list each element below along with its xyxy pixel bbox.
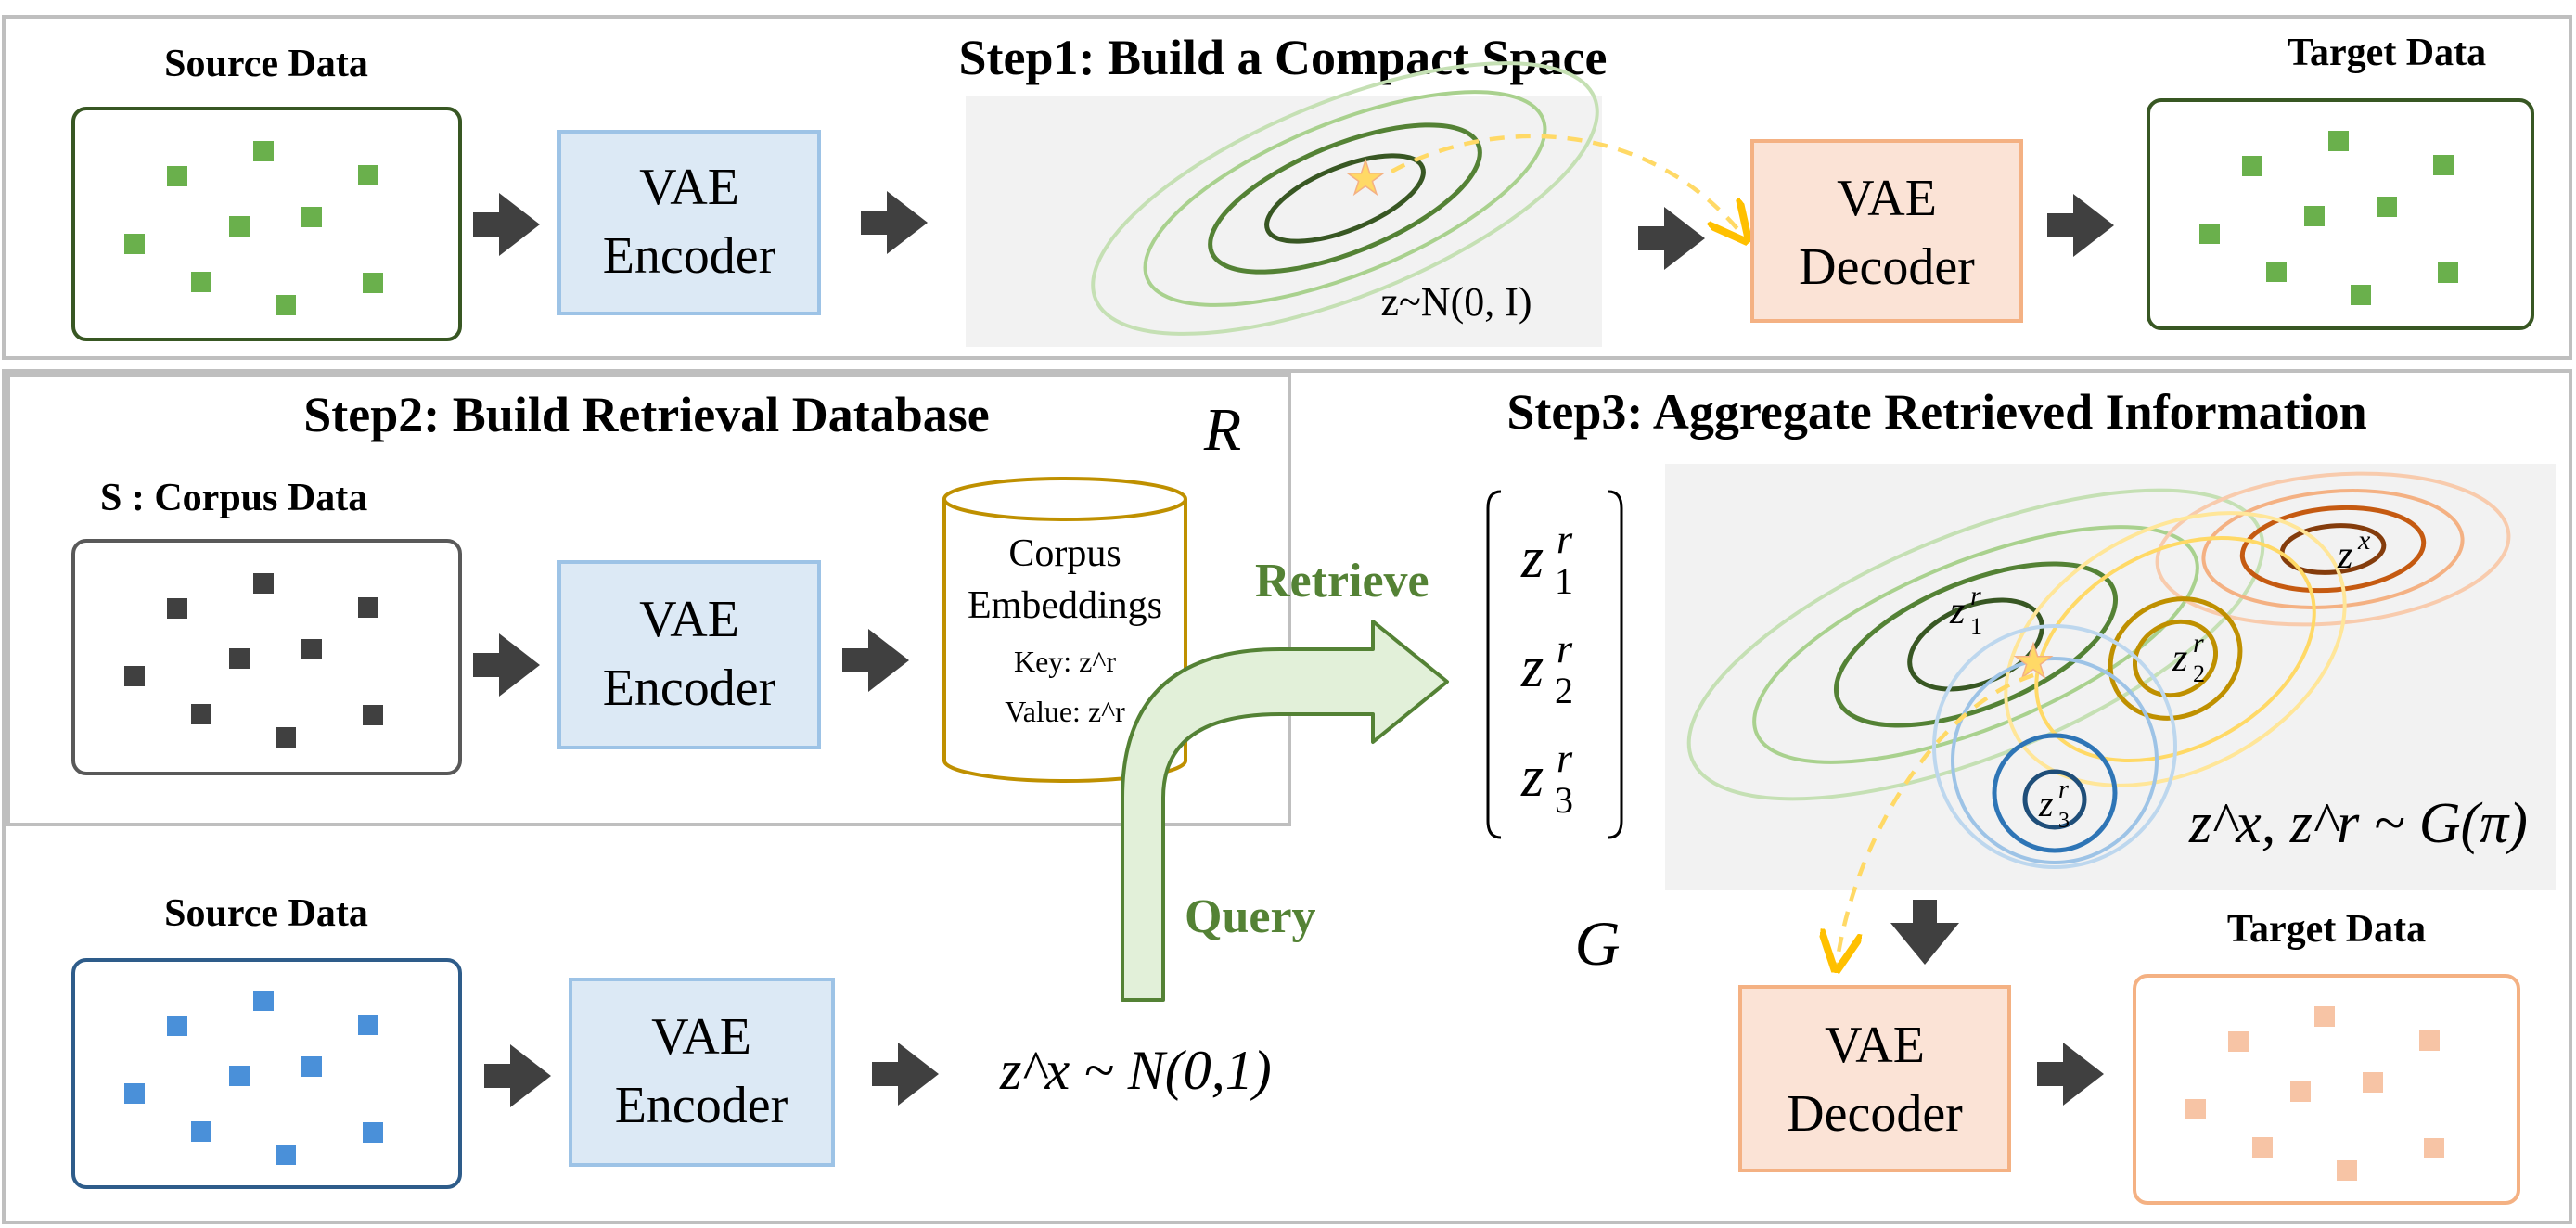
step3-title: Step3: Aggregate Retrieved Information (1506, 384, 2366, 440)
step3-decoder-box: VAE Decoder (1738, 985, 2011, 1172)
svg-text:1: 1 (1555, 560, 1573, 602)
retrieve-label: Retrieve (1255, 555, 1429, 608)
ellipse-label-z1r: z r 1 (1949, 581, 1982, 640)
svg-text:2: 2 (2193, 660, 2205, 687)
svg-text:r: r (1970, 581, 1981, 611)
mixture-label: z^x, z^r ~ G(π) (2188, 792, 2528, 855)
star-icon: ★ (1345, 152, 1387, 204)
svg-text:r: r (2058, 775, 2069, 804)
gmm-symbol: G (1574, 908, 1620, 979)
query-source-label: Source Data (164, 892, 368, 935)
step2-title: Step2: Build Retrieval Database (303, 387, 989, 442)
query-source-data-box (71, 958, 462, 1189)
query-encoder-line2: Encoder (615, 1077, 788, 1134)
arrow-icon (473, 193, 540, 256)
arrow-icon (872, 1043, 939, 1106)
arrow-icon (861, 191, 928, 254)
svg-text:1: 1 (1970, 613, 1982, 640)
step3-panel: Step3: Aggregate Retrieved Information z… (1486, 384, 2556, 1205)
step1-source-label: Source Data (164, 43, 368, 85)
ellipse-label-z3r: z r 3 (2038, 775, 2070, 833)
step1-title: Step1: Build a Compact Space (958, 30, 1607, 85)
query-encoder-line1: VAE (651, 1008, 751, 1066)
step3-target-data-box (2133, 974, 2520, 1205)
svg-text:z: z (1520, 746, 1544, 809)
step3-decoder-line1: VAE (1825, 1017, 1925, 1074)
vector-item-z1r: z r 1 (1520, 517, 1573, 602)
step1-target-data-box (2147, 98, 2534, 330)
step1-latent-label: z~N(0, I) (1380, 279, 1532, 325)
ellipse-label-zx: z x (2337, 525, 2371, 577)
svg-text:3: 3 (2058, 809, 2070, 833)
corpus-label: S : Corpus Data (100, 477, 367, 519)
arrow-icon (484, 1044, 551, 1107)
arrow-icon (473, 633, 540, 697)
svg-text:r: r (1557, 736, 1573, 781)
svg-text:z: z (1520, 527, 1544, 590)
step3-target-label: Target Data (2227, 908, 2426, 951)
lower-frame (2, 369, 2572, 1224)
svg-text:z: z (1520, 636, 1544, 699)
query-retrieve-arrow: Retrieve Query (1121, 555, 1449, 1002)
step2-panel: Step2: Build Retrieval Database R S : Co… (6, 373, 1291, 826)
svg-text:z: z (2172, 637, 2187, 680)
arrow-icon (1638, 207, 1705, 270)
step2-encoder-line1: VAE (639, 591, 739, 648)
arrow-icon (842, 629, 909, 692)
svg-text:3: 3 (1555, 779, 1573, 821)
svg-text:x: x (2357, 525, 2371, 556)
corpus-embeddings-database: Corpus Embeddings Key: z^r Value: z^r (942, 477, 1187, 783)
db-title-line2: Embeddings (968, 584, 1162, 627)
star-icon: ★ (2013, 635, 2055, 687)
query-row: Source Data VAE Encoder z^x ~ N(0,1) (71, 892, 1272, 1189)
svg-text:r: r (1557, 626, 1573, 672)
step1-panel: Step1: Build a Compact Space Source Data… (2, 15, 2572, 360)
step1-source-data-box (71, 107, 462, 341)
query-encoder-box: VAE Encoder (569, 978, 835, 1167)
step1-latent-space: ★ z~N(0, I) (966, 61, 1744, 347)
svg-text:r: r (2193, 628, 2204, 659)
down-arrow-icon (1890, 900, 1959, 965)
step1-decoder-line1: VAE (1837, 170, 1937, 227)
db-value: Value: z^r (1005, 695, 1125, 728)
step2-encoder-line2: Encoder (603, 659, 776, 717)
retrieved-vector: z r 1 z r 2 z r 3 (1486, 490, 1623, 839)
step1-decoder-box: VAE Decoder (1750, 139, 2023, 323)
svg-text:z: z (2038, 783, 2054, 825)
query-label: Query (1185, 890, 1316, 943)
svg-text:z: z (2337, 534, 2352, 577)
vector-item-z3r: z r 3 (1520, 736, 1573, 821)
query-latent-label: z^x ~ N(0,1) (999, 1040, 1272, 1101)
step2-encoder-box: VAE Encoder (557, 560, 821, 749)
step1-encoder-line2: Encoder (603, 227, 776, 285)
step1-decoder-line2: Decoder (1799, 238, 1975, 296)
svg-text:r: r (1557, 517, 1573, 562)
db-key: Key: z^r (1014, 645, 1116, 678)
svg-text:z: z (1949, 590, 1965, 633)
retrieval-db-symbol: R (1203, 396, 1241, 464)
step1-target-label: Target Data (2288, 32, 2486, 74)
vector-item-z2r: z r 2 (1520, 626, 1573, 711)
arrow-icon (2037, 1043, 2104, 1106)
step1-encoder-box: VAE Encoder (557, 130, 821, 315)
db-title-line1: Corpus (1008, 532, 1121, 575)
corpus-data-box (71, 539, 462, 775)
gaussian-mixture-space: z x z r 1 z r 2 z r 3 ★ z^x, z^r ~ G(π) (1665, 464, 2556, 890)
svg-text:2: 2 (1555, 670, 1573, 711)
step1-encoder-line1: VAE (639, 159, 739, 216)
ellipse-label-z2r: z r 2 (2172, 628, 2205, 687)
arrow-icon (2047, 194, 2114, 257)
step3-decoder-line2: Decoder (1787, 1085, 1963, 1143)
